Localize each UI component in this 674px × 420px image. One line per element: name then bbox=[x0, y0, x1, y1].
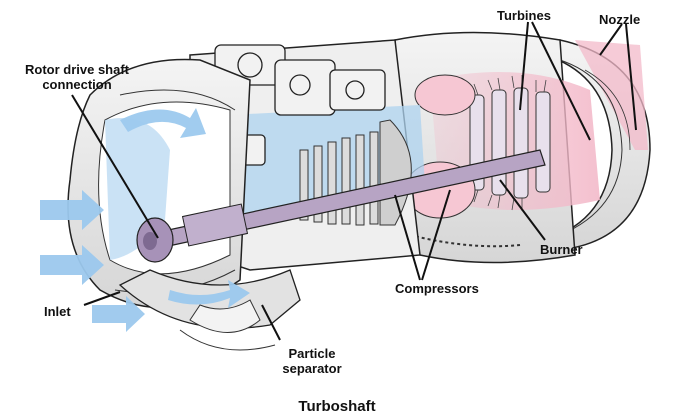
label-nozzle: Nozzle bbox=[599, 12, 640, 27]
label-turbines: Turbines bbox=[497, 8, 551, 23]
label-inlet: Inlet bbox=[44, 304, 71, 319]
turbine-section bbox=[395, 33, 600, 263]
label-particle-separator: Particle separator bbox=[272, 346, 352, 376]
label-compressors: Compressors bbox=[395, 281, 479, 296]
label-particle-line2: separator bbox=[272, 361, 352, 376]
leader-inlet bbox=[84, 292, 120, 305]
label-rotor-drive-shaft: Rotor drive shaft connection bbox=[12, 62, 142, 92]
label-particle-line1: Particle bbox=[272, 346, 352, 361]
diagram-caption: Turboshaft bbox=[0, 398, 674, 415]
label-burner: Burner bbox=[540, 242, 583, 257]
label-rotor-line2: connection bbox=[12, 77, 142, 92]
label-rotor-line1: Rotor drive shaft bbox=[12, 62, 142, 77]
